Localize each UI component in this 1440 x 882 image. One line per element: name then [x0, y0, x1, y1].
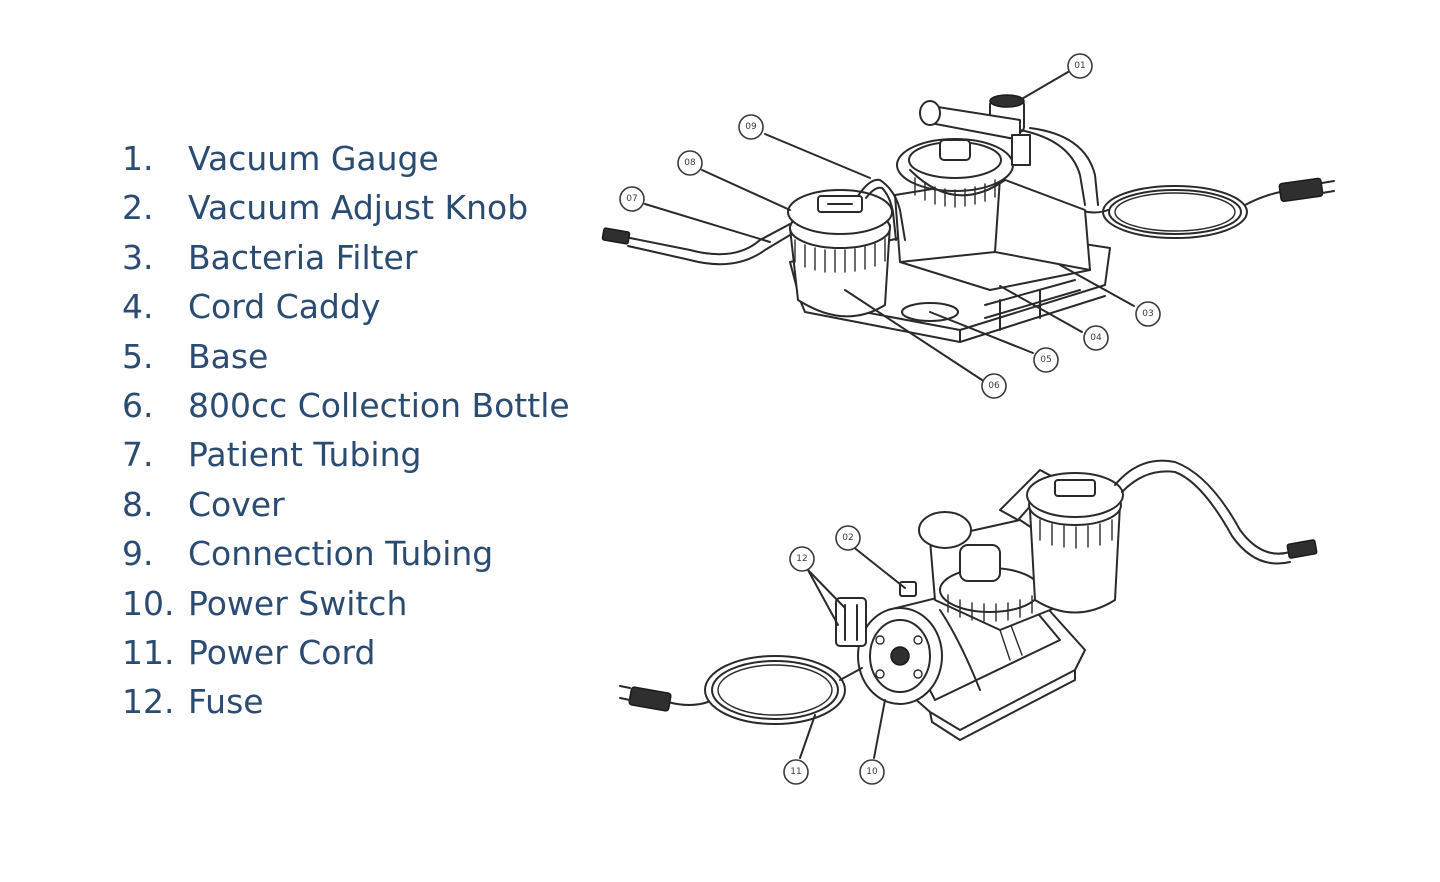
- callout-06: 06: [981, 373, 1007, 399]
- callout-07: 07: [619, 186, 645, 212]
- callout-05: 05: [1033, 347, 1059, 373]
- legend-number: 10.: [122, 583, 175, 623]
- legend-item: 3. Bacteria Filter: [122, 233, 570, 282]
- vacuum-gauge-top: [919, 94, 1099, 206]
- legend-number: 2.: [122, 188, 154, 228]
- callout-label: 01: [1074, 61, 1085, 71]
- power-cord-coil-bottom: [619, 655, 863, 725]
- legend-item: 2. Vacuum Adjust Knob: [122, 183, 570, 232]
- callout-09: 09: [738, 114, 764, 140]
- legend-label: Fuse: [188, 682, 264, 722]
- callout-label: 06: [988, 381, 1000, 391]
- callout-label: 10: [866, 767, 878, 777]
- legend-label: Cover: [188, 484, 285, 524]
- legend-label: Bacteria Filter: [188, 237, 418, 277]
- callout-label: 12: [796, 554, 807, 564]
- tubing-bottom: [1114, 459, 1318, 565]
- legend-number: 11.: [122, 632, 175, 672]
- callout-label: 08: [684, 158, 696, 168]
- legend-label: Connection Tubing: [188, 534, 494, 574]
- callout-11: 11: [783, 759, 809, 785]
- parts-legend: 1. Vacuum Gauge 2. Vacuum Adjust Knob 3. Ba…: [122, 134, 570, 727]
- legend-number: 8.: [122, 484, 154, 524]
- legend-number: 9.: [122, 534, 154, 574]
- collection-bottle-top: [787, 189, 893, 318]
- legend-label: 800cc Collection Bottle: [188, 385, 570, 425]
- callout-08: 08: [677, 150, 703, 176]
- pump-top-view: [601, 94, 1335, 343]
- callout-label: 02: [842, 533, 853, 543]
- callout-label: 11: [790, 767, 801, 777]
- callout-label: 04: [1090, 333, 1102, 343]
- callout-12: 12: [789, 546, 815, 572]
- callout-04: 04: [1083, 325, 1109, 351]
- callout-label: 03: [1142, 309, 1153, 319]
- callout-leaders: [644, 71, 1135, 759]
- legend-number: 7.: [122, 435, 154, 475]
- legend-number: 6.: [122, 385, 154, 425]
- callout-10: 10: [859, 759, 885, 785]
- motor-block-top: [894, 138, 1091, 291]
- legend-item: 10. Power Switch: [122, 579, 570, 628]
- suction-pump-diagram: 01 09 08 07 03 04 05 06 02 12 11 10: [601, 53, 1335, 785]
- legend-label: Base: [188, 336, 269, 376]
- power-cord-coil-top: [1079, 177, 1335, 239]
- legend-item: 1. Vacuum Gauge: [122, 134, 570, 183]
- legend-number: 12.: [122, 682, 175, 722]
- legend-number: 3.: [122, 237, 154, 277]
- legend-item: 11. Power Cord: [122, 628, 570, 677]
- legend-label: Vacuum Gauge: [188, 139, 439, 178]
- callout-label: 09: [745, 122, 757, 132]
- callout-label: 05: [1040, 355, 1051, 365]
- callout-01: 01: [1067, 53, 1093, 79]
- callout-02: 02: [835, 525, 861, 551]
- legend-number: 4.: [122, 287, 154, 327]
- tubing-top: [601, 178, 906, 266]
- legend-label: Vacuum Adjust Knob: [188, 188, 529, 228]
- legend-number: 1.: [122, 139, 154, 178]
- collection-bottle-bottom: [1026, 472, 1124, 614]
- legend-item: 5. Base: [122, 332, 570, 381]
- legend-item: 7. Patient Tubing: [122, 430, 570, 479]
- legend-item: 12. Fuse: [122, 677, 570, 726]
- callout-label: 07: [626, 194, 637, 204]
- legend-item: 6. 800cc Collection Bottle: [122, 381, 570, 430]
- pump-bottom-view: [619, 459, 1318, 741]
- legend-item: 4. Cord Caddy: [122, 282, 570, 331]
- legend-label: Cord Caddy: [188, 287, 381, 327]
- fuse-holder-bottom: [835, 581, 917, 647]
- legend-item: 8. Cover: [122, 480, 570, 529]
- legend-label: Power Switch: [188, 583, 408, 623]
- legend-number: 5.: [122, 336, 154, 376]
- legend-label: Patient Tubing: [188, 435, 422, 475]
- legend-item: 9. Connection Tubing: [122, 529, 570, 578]
- callout-03: 03: [1135, 301, 1161, 327]
- legend-label: Power Cord: [188, 632, 376, 672]
